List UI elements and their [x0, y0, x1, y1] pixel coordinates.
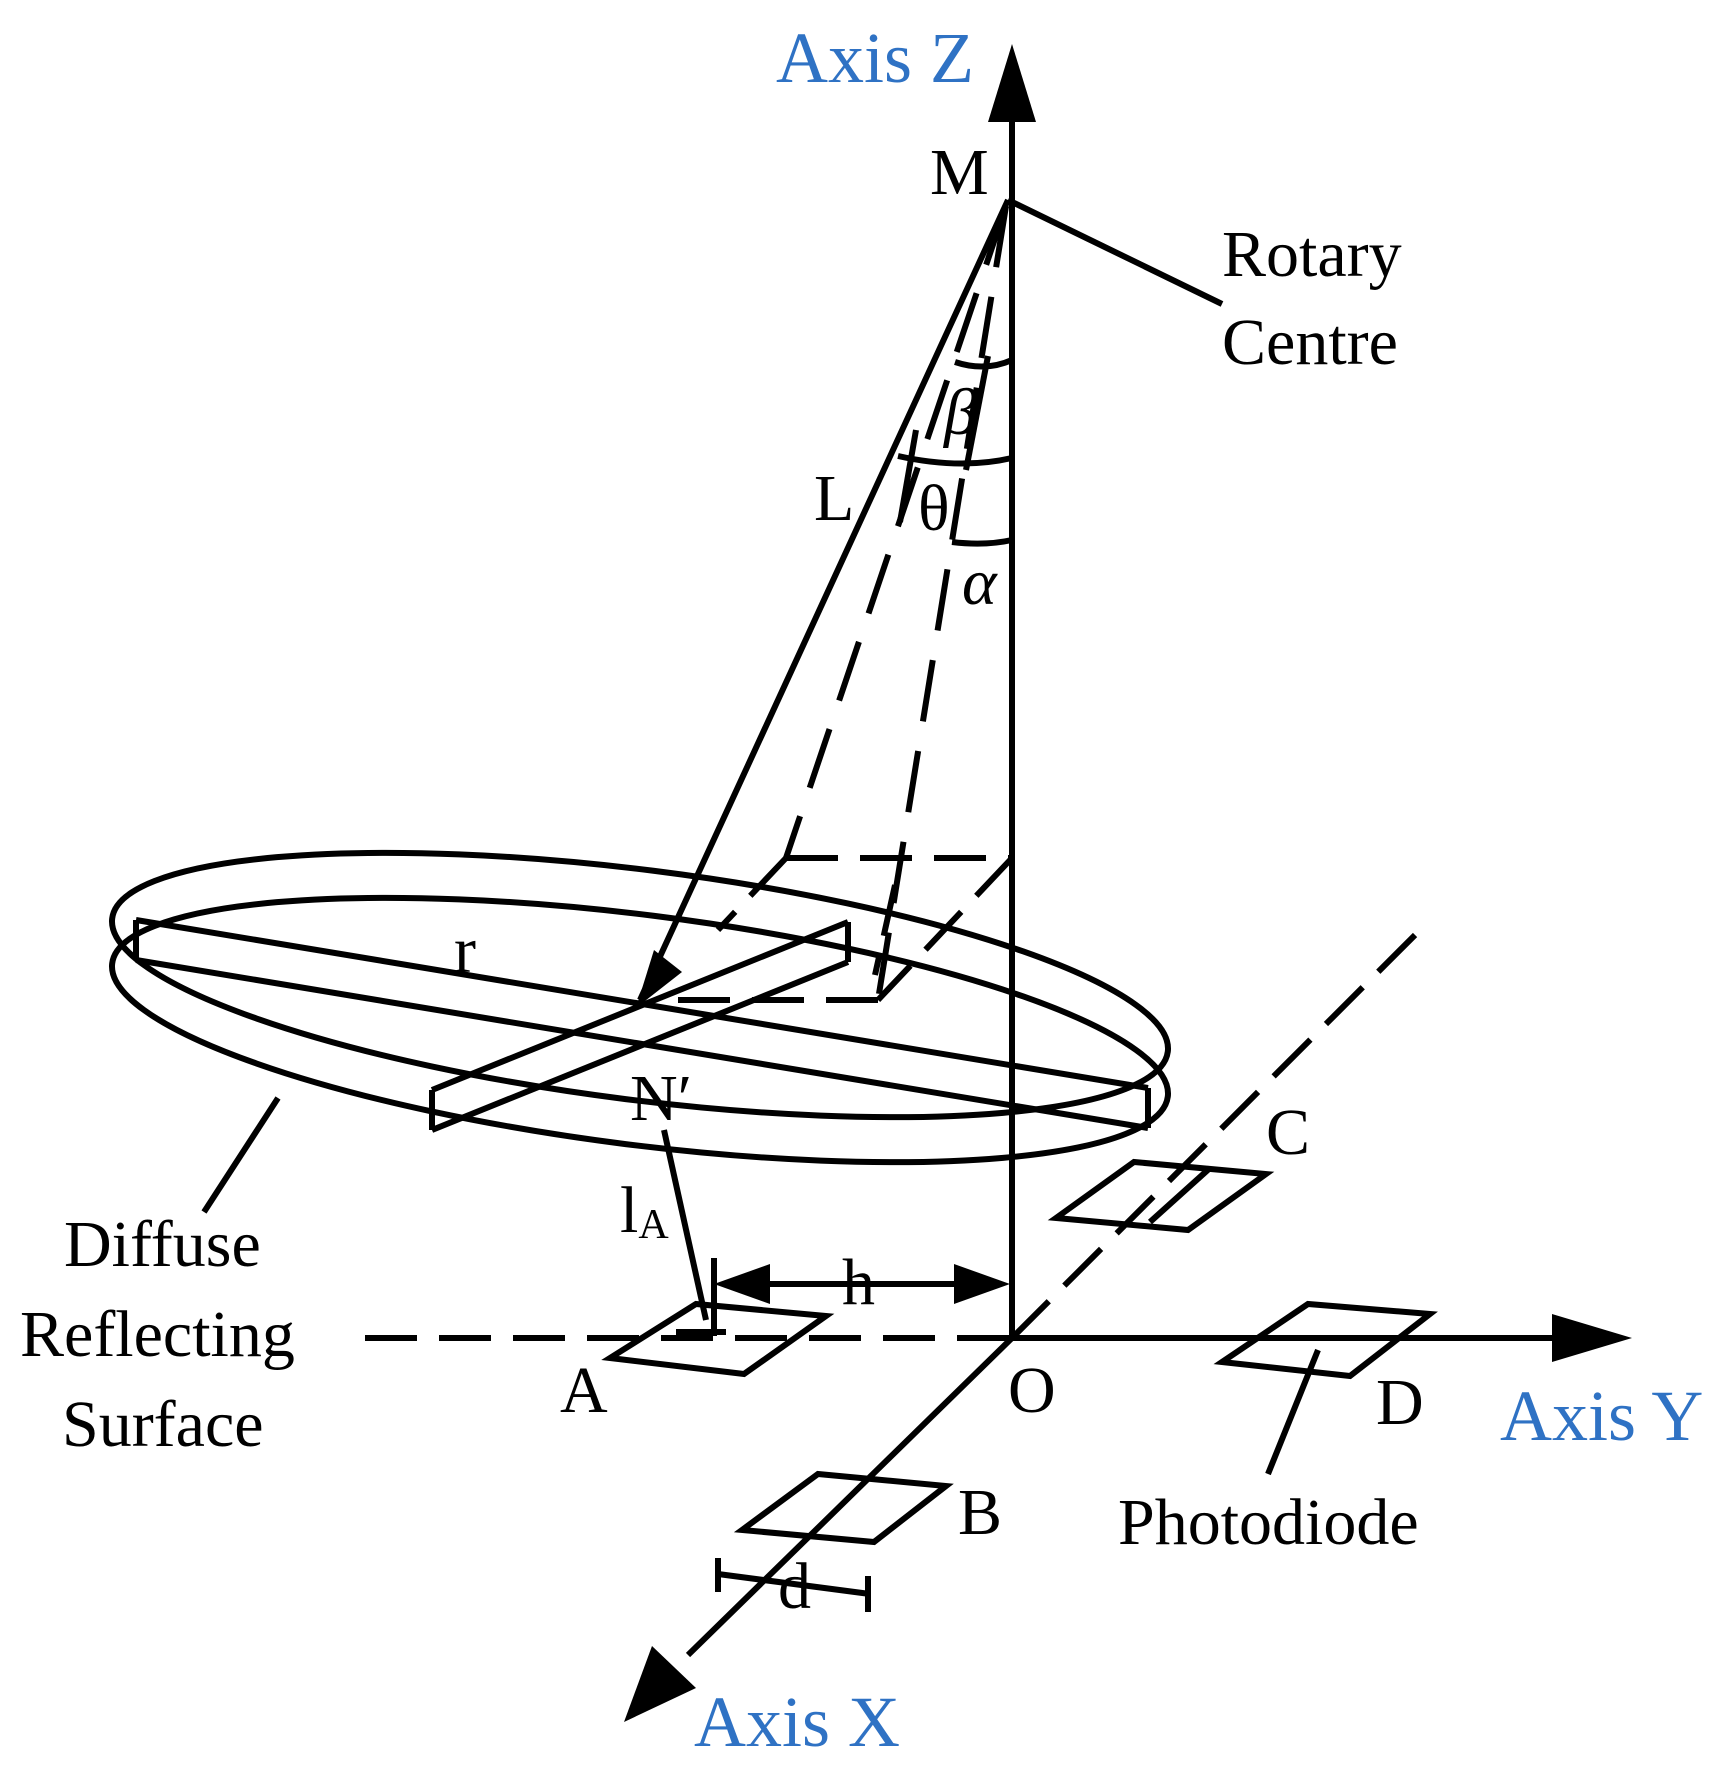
- symbol-r-label: r: [454, 914, 476, 987]
- axis-x: [624, 1335, 1015, 1722]
- angle-theta-label: θ: [918, 472, 950, 545]
- symbol-L-label: L: [814, 462, 854, 535]
- beam-alpha-dashed: [875, 205, 1009, 1001]
- angle-alpha-label: α: [962, 546, 998, 619]
- photodiode-C-split: [1147, 1165, 1213, 1225]
- point-B-label: B: [958, 1476, 1002, 1549]
- axis-x-label: Axis X: [694, 1682, 900, 1762]
- h-dimension: [714, 1264, 1010, 1304]
- photodiode-A: [601, 1300, 835, 1378]
- axis-y-arrowhead: [1552, 1314, 1632, 1362]
- axis-z-arrowhead: [988, 44, 1036, 122]
- symbol-lA-label: lA: [620, 1174, 669, 1248]
- photodiode-label: Photodiode: [1118, 1486, 1419, 1559]
- axis-y-label: Axis Y: [1500, 1376, 1703, 1456]
- rotary-centre-leader: [1006, 197, 1224, 307]
- angle-beta-label: β: [942, 376, 977, 449]
- photodiode-leader: [1265, 1348, 1321, 1476]
- rotary-centre-label-line2: Centre: [1222, 306, 1398, 379]
- beam-L-arrowhead: [636, 950, 682, 1008]
- beam-beta-dashed: [783, 205, 1009, 859]
- point-O-label: O: [1008, 1354, 1056, 1427]
- axis-y: [1012, 1314, 1632, 1362]
- d-dimension: [715, 1558, 871, 1612]
- diffuse-label-line2: Reflecting: [20, 1298, 295, 1371]
- symbol-lA-main: l: [620, 1174, 638, 1247]
- axis-z: [988, 44, 1036, 1338]
- point-A-label: A: [560, 1354, 608, 1427]
- lA-line: [661, 1129, 709, 1321]
- axis-z-label: Axis Z: [776, 18, 974, 98]
- axis-x-negative-dashed: [1009, 922, 1428, 1341]
- point-N-prime-label: N′: [630, 1062, 692, 1135]
- beam-L: [637, 198, 1011, 1002]
- point-D-label: D: [1376, 1366, 1424, 1439]
- symbol-d-label: d: [778, 1550, 811, 1623]
- arc-theta: [897, 453, 1013, 467]
- photodiode-C: [1047, 1158, 1275, 1234]
- arc-theta-tick: [897, 429, 919, 523]
- diffuse-surface-leader: [201, 1096, 281, 1214]
- rotary-centre-label-line1: Rotary: [1222, 218, 1402, 291]
- axis-x-arrowhead: [624, 1646, 696, 1722]
- diffuse-label-line3: Surface: [62, 1388, 264, 1461]
- photodiode-B: [733, 1470, 954, 1546]
- diffuse-label-line1: Diffuse: [64, 1208, 261, 1281]
- point-C-label: C: [1266, 1096, 1310, 1169]
- point-M-label: M: [930, 136, 989, 209]
- arc-beta-tick: [963, 355, 991, 471]
- diffuse-reflecting-disc: [108, 849, 1172, 1166]
- symbol-h-label: h: [842, 1246, 875, 1319]
- symbol-lA-sub: A: [638, 1202, 669, 1248]
- arc-alpha: [951, 537, 1013, 547]
